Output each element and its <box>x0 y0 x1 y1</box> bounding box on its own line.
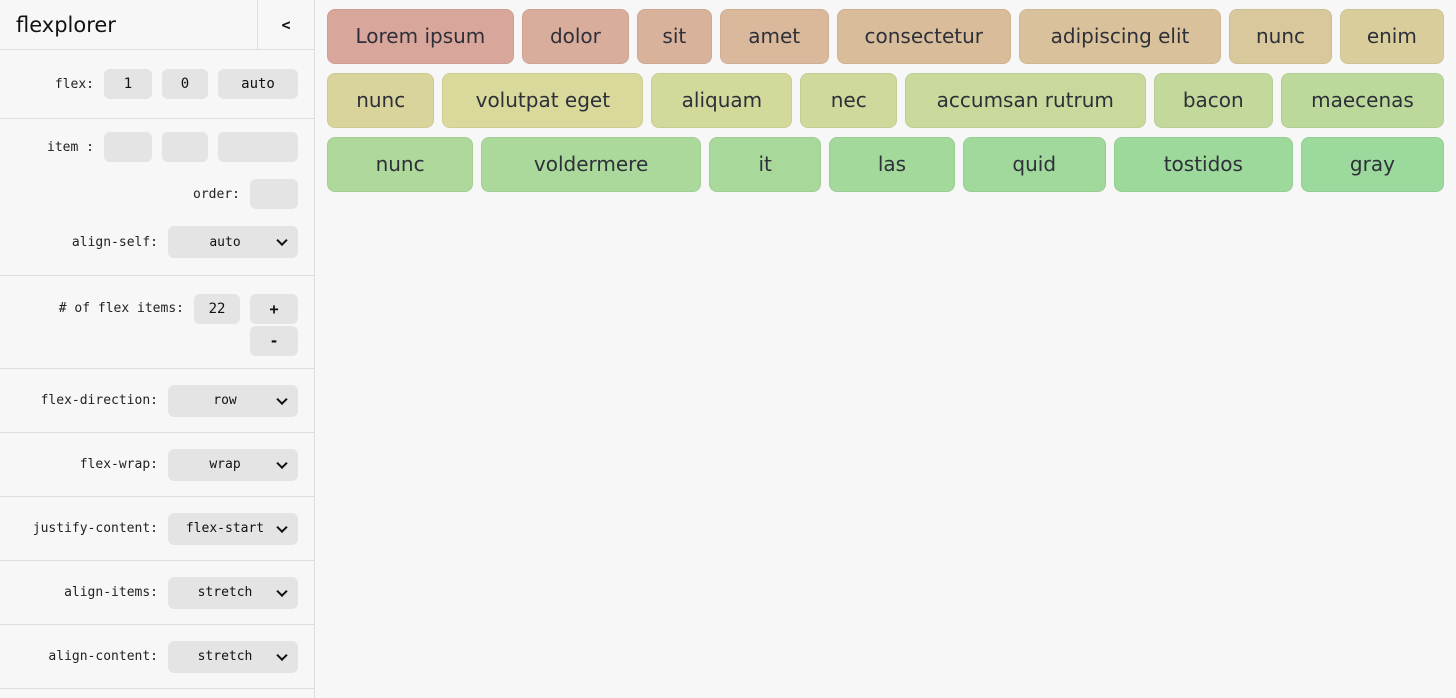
section-flex: flex: <box>0 50 314 119</box>
flex-wrap-label: flex-wrap: <box>79 457 158 472</box>
align-content-value: stretch <box>197 649 253 664</box>
app-title: flexplorer <box>16 12 116 37</box>
chevron-down-icon <box>276 393 288 405</box>
flex-item: nunc <box>327 72 435 128</box>
chevron-left-icon: < <box>281 15 291 34</box>
align-items-select[interactable]: stretch <box>168 576 298 609</box>
item-row: item : <box>0 132 314 162</box>
flex-item: Lorem ipsum <box>327 8 514 64</box>
flex-direction-label: flex-direction: <box>40 393 158 408</box>
chevron-down-icon <box>276 234 288 247</box>
flex-item: nunc <box>1229 8 1332 64</box>
align-self-select[interactable]: auto <box>168 226 298 258</box>
chevron-down-icon <box>276 585 288 597</box>
item-basis-input[interactable] <box>218 132 298 162</box>
stepper-buttons: + - <box>250 294 298 356</box>
item-shrink-input[interactable] <box>162 132 208 162</box>
align-self-row: align-self: auto <box>0 226 314 258</box>
align-self-value: auto <box>209 234 241 250</box>
flex-item: nunc <box>327 136 474 192</box>
align-items-label: align-items: <box>64 585 158 600</box>
align-content-label: align-content: <box>48 649 158 664</box>
flex-item: las <box>829 136 955 192</box>
flex-item: bacon <box>1153 72 1273 128</box>
flex-item: quid <box>962 136 1106 192</box>
collapse-sidebar-button[interactable]: < <box>257 0 314 49</box>
flex-item: maecenas <box>1280 72 1444 128</box>
flex-item: tostidos <box>1113 136 1293 192</box>
justify-content-value: flex-start <box>185 521 265 536</box>
section-flex-direction: flex-direction: row <box>0 369 314 433</box>
flex-item: volutpat eget <box>442 72 644 128</box>
chevron-down-icon <box>276 457 288 469</box>
flex-item: accumsan rutrum <box>904 72 1146 128</box>
align-content-select[interactable]: stretch <box>168 640 298 673</box>
section-flex-wrap: flex-wrap: wrap <box>0 433 314 497</box>
align-items-value: stretch <box>197 585 253 600</box>
flex-label: flex: <box>54 76 94 92</box>
flex-item: gray <box>1300 136 1445 192</box>
justify-content-label: justify-content: <box>32 521 158 536</box>
section-flex-count: # of flex items: + - <box>0 276 314 369</box>
flex-item: amet <box>719 8 829 64</box>
item-grow-input[interactable] <box>104 132 152 162</box>
flex-wrap-select[interactable]: wrap <box>168 448 298 481</box>
flex-shrink-input[interactable] <box>162 69 208 99</box>
order-row: order: <box>0 179 314 209</box>
flex-item: sit <box>637 8 712 64</box>
flex-wrap-value: wrap <box>209 457 241 472</box>
flex-basis-input[interactable] <box>218 69 298 99</box>
flex-item: consectetur <box>836 8 1011 64</box>
flex-item: adipiscing elit <box>1018 8 1222 64</box>
remove-item-button[interactable]: - <box>250 326 298 356</box>
flex-count-input[interactable] <box>194 294 240 324</box>
section-justify-content: justify-content: flex-start <box>0 497 314 561</box>
item-label: item : <box>47 139 94 155</box>
flex-count-label: # of flex items: <box>58 301 184 316</box>
chevron-down-icon <box>276 649 288 661</box>
sidebar: flexplorer < flex: item : order: align-s… <box>0 0 315 698</box>
align-self-label: align-self: <box>71 234 158 250</box>
section-align-content: align-content: stretch <box>0 625 314 689</box>
order-label: order: <box>193 186 240 202</box>
flex-direction-select[interactable]: row <box>168 384 298 417</box>
section-align-items: align-items: stretch <box>0 561 314 625</box>
flex-count-row: # of flex items: + - <box>0 294 314 356</box>
flex-grow-input[interactable] <box>104 69 152 99</box>
flex-item: aliquam <box>651 72 793 128</box>
add-item-button[interactable]: + <box>250 294 298 324</box>
chevron-down-icon <box>276 521 288 533</box>
flex-item: nec <box>800 72 897 128</box>
flex-item: enim <box>1339 8 1444 64</box>
flex-item: dolor <box>521 8 630 64</box>
flex-direction-value: row <box>213 393 237 408</box>
flex-item: voldermere <box>481 136 701 192</box>
section-item: item : order: align-self: auto <box>0 119 314 276</box>
justify-content-select[interactable]: flex-start <box>168 512 298 545</box>
order-input[interactable] <box>250 179 298 209</box>
sidebar-header: flexplorer < <box>0 0 314 50</box>
flex-item: it <box>708 136 822 192</box>
